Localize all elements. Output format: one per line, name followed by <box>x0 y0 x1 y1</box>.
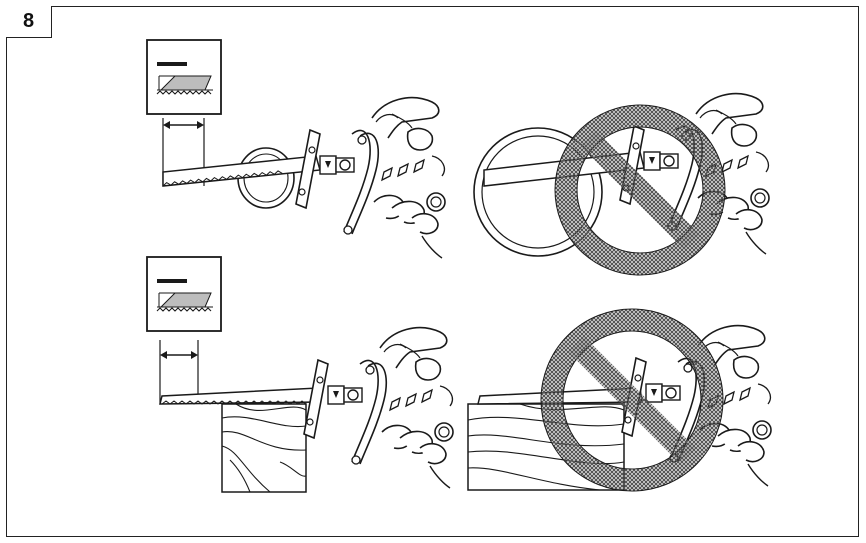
figure-frame <box>6 6 859 537</box>
prohibited-sign-icon <box>540 308 724 492</box>
panel-bottom-right <box>467 308 772 492</box>
figure-number: 8 <box>22 10 35 32</box>
reciprocating-saw <box>295 96 446 259</box>
wood-workpiece <box>221 403 307 493</box>
figure-number-tab: 8 <box>6 6 52 38</box>
panel-bottom-left <box>146 256 454 493</box>
saw-blade <box>159 387 321 405</box>
panel-top-right <box>473 92 770 276</box>
reciprocating-saw <box>303 326 454 489</box>
prohibited-sign-icon <box>554 104 726 276</box>
blade-position-inset <box>146 39 222 115</box>
panel-top-left <box>146 39 446 259</box>
blade-position-inset <box>146 256 222 332</box>
